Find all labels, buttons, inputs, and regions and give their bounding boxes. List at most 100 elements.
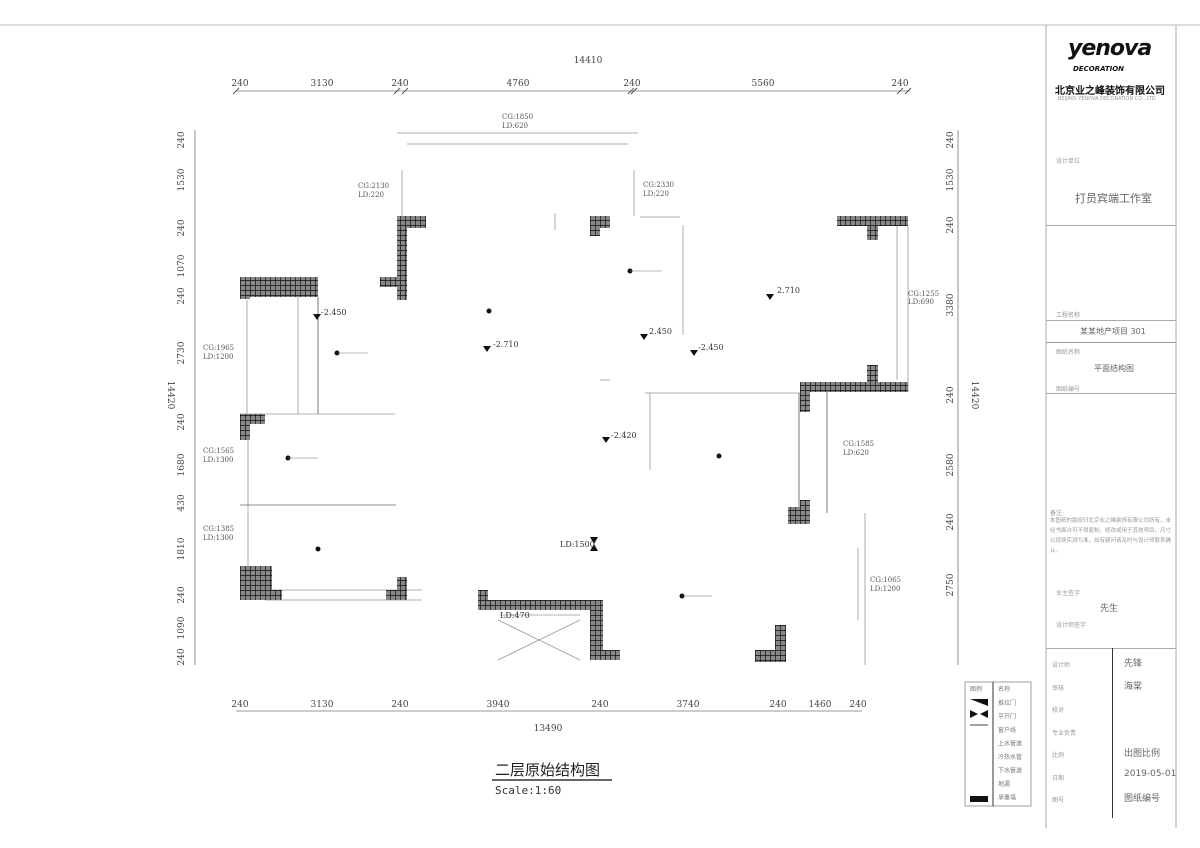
legend-item-label: 窗户线 — [998, 726, 1016, 734]
opening-ld: LD:220 — [358, 191, 384, 199]
opening-cg: CG:1850 — [502, 113, 533, 121]
left-total-dim: 14420 — [165, 381, 175, 410]
legend-item-label: 推拉门 — [998, 699, 1016, 707]
title-row-value: 先锋 — [1124, 659, 1143, 669]
pipe-leader-lines — [288, 270, 712, 597]
studio-name: 打员宾端工作室 — [1075, 192, 1152, 205]
title-divider — [1046, 225, 1176, 226]
dim-tick — [904, 87, 912, 95]
elevation-label: 2.710 — [777, 286, 800, 295]
bottom-dim-segment: 3130 — [311, 700, 334, 710]
left-dim-segment: 1530 — [177, 168, 187, 191]
left-dim-segment: 240 — [177, 287, 187, 304]
elevation-label: -2.710 — [493, 340, 519, 349]
left-dim-segment: 240 — [177, 648, 187, 665]
left-dim-segment: 240 — [177, 586, 187, 603]
title-row-label: 设计师 — [1052, 662, 1071, 669]
bottom-dim-segment: 1460 — [809, 700, 832, 710]
top-dim-segment: 5560 — [752, 79, 775, 89]
drawing-name-label: 图纸名称 — [1056, 349, 1081, 356]
left-dim-segment: 430 — [177, 494, 187, 511]
opening-ld: LD:1300 — [203, 456, 233, 464]
legend-item-label: 地漏 — [998, 780, 1010, 788]
bottom-total-dim: 13490 — [534, 724, 563, 734]
designer-sign-label: 设计师签字 — [1056, 622, 1087, 629]
right-dim-segment: 240 — [946, 513, 956, 530]
drawing-title: 二层原始结构图 — [495, 761, 600, 779]
elevation-label: 2.450 — [649, 327, 672, 336]
drawing-name: 平面结构图 — [1094, 364, 1134, 373]
left-dim-segment: 1680 — [177, 453, 187, 476]
drawing-scale: Scale:1:60 — [495, 784, 561, 797]
top-total-dim: 14410 — [574, 56, 603, 66]
top-dim-segment: 240 — [891, 79, 908, 89]
notes-text: 本图纸的版权归北京业之峰装饰有限公司所有，未经书面许可不得复制、修改或用于其他项… — [1050, 518, 1172, 554]
left-dim-segment: 1070 — [177, 254, 187, 277]
opening-cg: CG:1965 — [203, 344, 234, 352]
opening-cg: CG:1065 — [870, 576, 901, 584]
notes-label: 备注: — [1050, 510, 1065, 517]
top-dim-segment: 240 — [391, 79, 408, 89]
elevation-label: -2.450 — [321, 308, 347, 317]
title-row-value: 海棠 — [1124, 681, 1143, 692]
left-dims: 2401530240107024027302401680430181024010… — [177, 131, 187, 665]
elevation-labels: -2.450 -2.710 2.450 -2.450 2.710 -2.420 … — [321, 286, 800, 620]
dim-tick — [401, 87, 409, 95]
dim-tick — [232, 87, 240, 95]
pipe-icons — [285, 268, 722, 599]
project-label: 工程名称 — [1056, 312, 1081, 319]
elevation-label: -2.450 — [698, 343, 724, 352]
title-row-label: 审核 — [1052, 684, 1065, 692]
right-dim-segment: 240 — [946, 216, 956, 233]
bottom-dim-segment: 3740 — [677, 700, 700, 710]
dim-tick — [630, 87, 638, 95]
beam-label: LD:470 — [500, 611, 530, 620]
bearing-wall-icon — [970, 796, 988, 802]
opening-cg: CG:2330 — [643, 181, 674, 189]
title-divider — [1046, 342, 1176, 343]
title-row-value: 出图比例 — [1124, 749, 1161, 759]
beam-label: LD:1500 — [560, 540, 595, 549]
dimension-ticks — [232, 87, 912, 95]
title-row-label: 校对 — [1052, 707, 1065, 714]
title-row-label: 比例 — [1052, 752, 1065, 759]
legend-item-label: 平开门 — [998, 713, 1016, 721]
legend-item-label: 承重墙 — [998, 794, 1016, 802]
top-dim-segment: 3130 — [311, 79, 334, 89]
drawing-number-label: 图纸编号 — [1056, 386, 1081, 393]
opening-cg: CG:2130 — [358, 182, 389, 190]
legend-item-label: 上水管道 — [998, 740, 1022, 748]
opening-cg: CG:1385 — [203, 525, 234, 533]
left-dim-segment: 2730 — [177, 341, 187, 364]
elevation-label: -2.420 — [611, 431, 637, 440]
legend-item-label: 冷热水管 — [998, 753, 1022, 761]
bottom-dim-segment: 240 — [769, 700, 786, 710]
title-row-label: 专业负责 — [1052, 729, 1077, 737]
opening-ld: LD:690 — [908, 298, 934, 306]
opening-cg: CG:1255 — [908, 290, 939, 298]
top-dim-segment: 240 — [623, 79, 640, 89]
swing-door-icon — [970, 710, 988, 718]
opening-cg: CG:1565 — [203, 447, 234, 455]
sliding-door-icon — [970, 699, 988, 706]
dim-tick — [393, 87, 401, 95]
left-dim-segment: 240 — [177, 131, 187, 148]
right-total-dim: 14420 — [969, 381, 979, 410]
owner-label: 业主签字 — [1056, 590, 1081, 597]
opening-ld: LD:1200 — [870, 585, 900, 593]
opening-ld: LD:1300 — [203, 534, 233, 542]
dimension-lines — [194, 90, 959, 712]
opening-ld: LD:1200 — [203, 353, 233, 361]
bottom-dim-segment: 3940 — [487, 700, 510, 710]
right-dim-segment: 1530 — [946, 168, 956, 191]
interior-lines — [240, 132, 909, 665]
left-dim-segment: 240 — [177, 413, 187, 430]
opening-cg: CG:1585 — [843, 440, 874, 448]
right-dim-segment: 240 — [946, 386, 956, 403]
top-dim-segment: 4760 — [507, 79, 530, 89]
right-dim-segment: 2750 — [946, 573, 956, 596]
